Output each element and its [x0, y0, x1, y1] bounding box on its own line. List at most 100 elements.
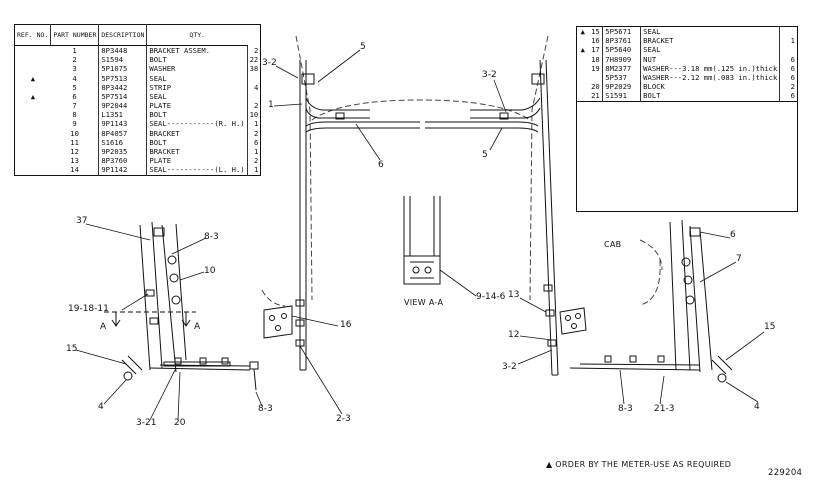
callout-6-b: 6: [730, 230, 736, 240]
row-qty: [780, 27, 798, 37]
row-ref: 3: [50, 64, 100, 74]
row-qty: [780, 45, 798, 54]
bracket-left-lower: [139, 221, 187, 373]
row-mark: [15, 110, 51, 119]
leader-lines: [75, 49, 765, 421]
row-qty: 6: [790, 63, 795, 73]
row-qty: 6: [790, 72, 795, 82]
callout-19-18-11: 19-18-11: [68, 304, 109, 314]
callout-21-3: 21-3: [654, 404, 675, 414]
callout-a-right: A: [194, 322, 201, 332]
row-part-number: 8P3442: [98, 82, 148, 92]
row-qty: 10: [249, 110, 259, 120]
order-note: ▲ ORDER BY THE METER-USE AS REQUIRED: [546, 460, 732, 469]
plate-left: [263, 305, 293, 339]
row-mark: [15, 55, 51, 64]
row-description: BRACKET: [146, 128, 248, 138]
seal-strip-right: [569, 367, 701, 371]
row-description: PLATE: [146, 156, 248, 166]
bracket-assem-right: [425, 59, 559, 376]
row-mark: [15, 101, 51, 110]
row-part-number: 9P2044: [98, 101, 148, 111]
bracket-assem-left: [295, 60, 420, 371]
callout-2-3: 2-3: [336, 414, 351, 424]
row-qty: 38: [249, 64, 259, 74]
row-mark: [577, 64, 589, 73]
row-mark: [577, 82, 589, 91]
row-qty: 2: [253, 45, 259, 55]
row-part-number: 9P2029: [602, 82, 642, 92]
row-description: SEAL: [146, 73, 248, 83]
row-mark: ▲: [30, 73, 36, 83]
row-mark: [15, 147, 51, 156]
row-mark: [15, 120, 51, 129]
callout-10: 10: [204, 266, 216, 276]
row-part-number: S1616: [98, 137, 148, 148]
seal-strip-left: [149, 367, 251, 371]
callout-8-3-c: 8-3: [618, 404, 633, 414]
row-ref: 9: [50, 119, 100, 129]
row-part-number: 8P4057: [98, 128, 148, 138]
row-mark: [15, 165, 51, 175]
row-description: WASHER---3.18 mm(.125 in.)thick: [640, 63, 781, 73]
row-description: STRIP: [146, 82, 248, 92]
row-qty: 4: [253, 82, 259, 92]
row-part-number: 5P5671: [602, 26, 642, 37]
row-part-number: 8P3760: [98, 156, 148, 166]
row-mark: ▲: [30, 91, 36, 101]
row-description: BRACKET: [146, 147, 248, 157]
row-part-number: 8P3448: [98, 45, 148, 56]
callout-8-3-a: 8-3: [204, 232, 219, 242]
row-description: SEAL: [146, 91, 248, 102]
row-part-number: 9P2035: [98, 147, 148, 157]
row-ref: 16: [588, 36, 604, 46]
row-part-number: 5P537: [602, 72, 642, 83]
row-ref: 1: [50, 45, 100, 56]
row-description: BRACKET: [640, 36, 781, 46]
callout-37: 37: [76, 216, 88, 226]
row-qty: 1: [253, 147, 259, 157]
row-qty: 2: [790, 82, 795, 92]
row-ref: 10: [50, 128, 100, 138]
row-description: SEAL-----------(L. H.): [146, 165, 248, 176]
row-ref: 17: [588, 45, 604, 55]
row-ref: 19: [588, 63, 604, 73]
callout-9-14-6: 9-14-6: [476, 292, 506, 302]
callout-4-b: 4: [754, 402, 760, 412]
row-part-number: 7H8909: [602, 54, 642, 64]
callout-5-b: 5: [482, 150, 488, 160]
row-description: BOLT: [640, 91, 781, 101]
row-description: NUT: [640, 54, 781, 64]
callout-15-a: 15: [66, 344, 78, 354]
row-ref: 21: [588, 91, 604, 101]
row-ref: 4: [50, 73, 100, 83]
row-mark: ▲: [580, 45, 585, 55]
row-description: WASHER---2.12 mm(.083 in.)thick: [640, 72, 781, 83]
row-description: PLATE: [146, 101, 248, 111]
callout-16: 16: [340, 320, 352, 330]
row-qty: 22: [249, 55, 259, 65]
row-part-number: 9P1142: [98, 165, 148, 176]
callout-6-a: 6: [378, 160, 384, 170]
view-a-a-detail: [403, 196, 441, 285]
plate-right: [559, 307, 587, 335]
row-mark: ▲: [580, 26, 585, 36]
row-mark: [15, 46, 51, 56]
figure-number: 229204: [768, 468, 803, 478]
row-mark: [15, 138, 51, 147]
